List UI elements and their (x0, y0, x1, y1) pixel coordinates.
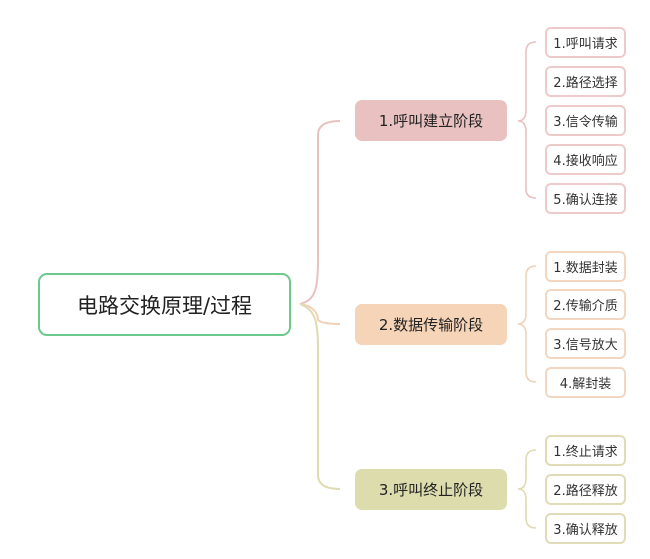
connector-root-stage2 (299, 303, 341, 325)
leaf-signal-amplification[interactable]: 3.信号放大 (545, 328, 626, 359)
stage-call-setup[interactable]: 1.呼叫建立阶段 (355, 100, 507, 141)
leaf-transmission-medium[interactable]: 2.传输介质 (545, 289, 626, 320)
leaf-signaling-transfer[interactable]: 3.信令传输 (545, 105, 626, 136)
leaf-confirm-release[interactable]: 3.确认释放 (545, 513, 626, 544)
leaf-call-request[interactable]: 1.呼叫请求 (545, 27, 626, 58)
connector-root-stage1 (299, 120, 341, 305)
leaf-path-release[interactable]: 2.路径释放 (545, 474, 626, 505)
stage-call-termination[interactable]: 3.呼叫终止阶段 (355, 469, 507, 510)
leaf-data-encapsulation[interactable]: 1.数据封装 (545, 251, 626, 282)
bracket-stage1 (517, 41, 537, 199)
root-node[interactable]: 电路交换原理/过程 (38, 273, 291, 336)
connector-root-stage3 (299, 303, 341, 490)
bracket-stage3 (517, 449, 537, 529)
leaf-confirm-connection[interactable]: 5.确认连接 (545, 183, 626, 214)
leaf-termination-request[interactable]: 1.终止请求 (545, 435, 626, 466)
leaf-receive-response[interactable]: 4.接收响应 (545, 144, 626, 175)
leaf-decapsulation[interactable]: 4.解封装 (545, 367, 626, 398)
bracket-stage2 (517, 265, 537, 383)
stage-data-transfer[interactable]: 2.数据传输阶段 (355, 304, 507, 345)
leaf-path-selection[interactable]: 2.路径选择 (545, 66, 626, 97)
